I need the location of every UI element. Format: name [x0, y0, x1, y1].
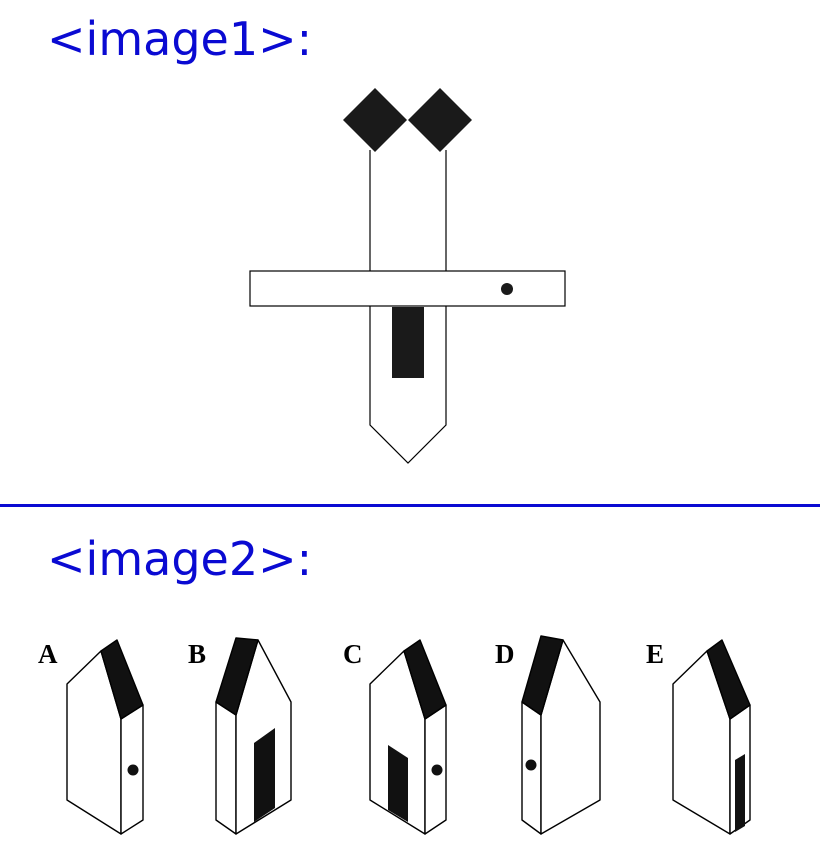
- option-a-prism: [66, 639, 144, 835]
- net-dot: [501, 283, 513, 295]
- option-e-prism: [672, 639, 751, 835]
- section-label-image1: <image1>:: [47, 12, 313, 66]
- net-diamond-left: [343, 88, 407, 152]
- option-b-prism: [215, 637, 292, 835]
- option-d-prism: [521, 635, 601, 835]
- option-label-c: C: [343, 639, 363, 669]
- net-black-rect: [392, 307, 424, 378]
- net-diamond-right: [408, 88, 472, 152]
- option-label-b: B: [188, 639, 206, 669]
- option-label-a: A: [38, 639, 58, 669]
- option-label-d: D: [495, 639, 515, 669]
- option-c-prism: [369, 639, 447, 835]
- section-divider: [0, 504, 820, 507]
- section-label-image2: <image2>:: [47, 532, 313, 586]
- option-label-e: E: [646, 639, 664, 669]
